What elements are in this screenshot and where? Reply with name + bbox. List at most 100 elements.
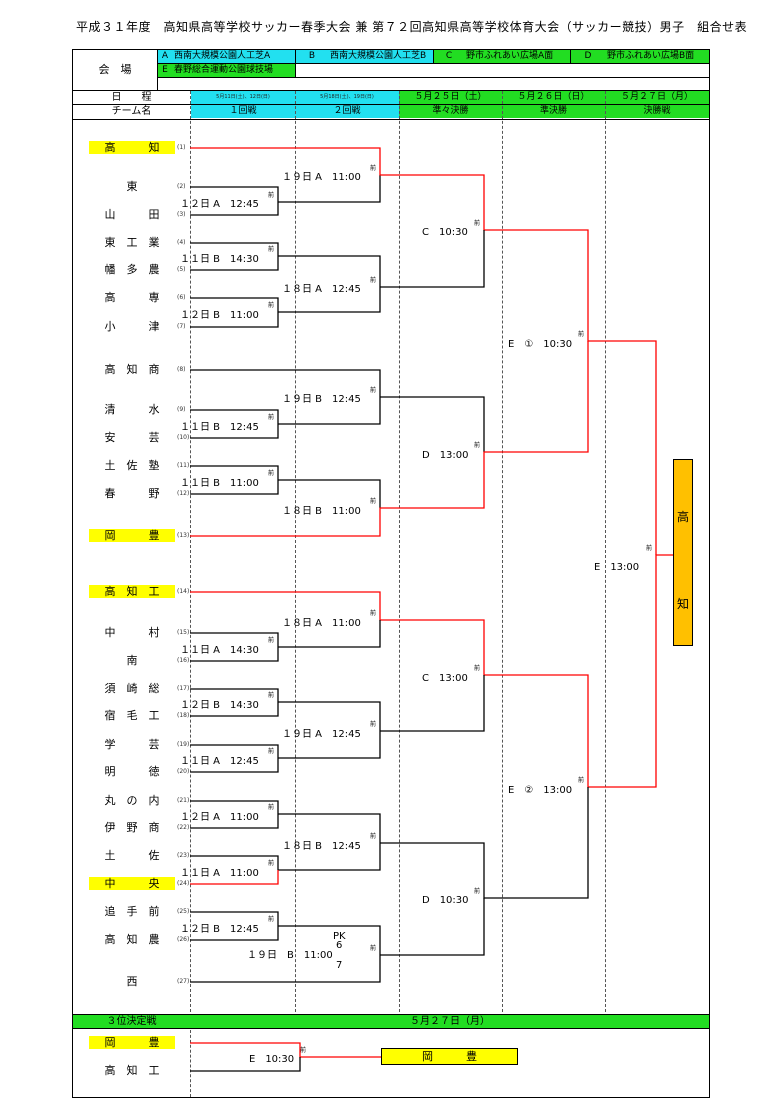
team-name: 清 水 (104, 403, 160, 416)
score-mark: 前 (473, 888, 480, 895)
score-mark: 前 (369, 498, 376, 505)
match-r1-time: １２日 A 11:00 (180, 812, 259, 823)
team-name: 明 徳 (104, 765, 160, 778)
team-seed: (7) (177, 323, 186, 330)
team-seed: (4) (177, 239, 186, 246)
score-mark: 前 (267, 414, 274, 421)
venue-key-e: E (158, 64, 172, 77)
team-name: 須 崎 総 (104, 682, 160, 695)
third-place-bar (73, 1015, 709, 1028)
match-qf-time: C 13:00 (422, 673, 468, 684)
match-r2-time: １８日 B 12:45 (282, 841, 361, 852)
score-mark: 前 (267, 246, 274, 253)
match-r2-time: １９日 A 12:45 (282, 729, 361, 740)
venue-label: 会 場 (73, 50, 158, 90)
pk-score: 6 (336, 940, 343, 951)
match-qf-time: D 13:00 (422, 450, 469, 461)
third-place-winner: 岡 豊 (381, 1048, 518, 1065)
score-mark: 前 (267, 637, 274, 644)
score-mark: 前 (369, 610, 376, 617)
score-mark: 前 (267, 804, 274, 811)
team-seed: (22) (177, 824, 190, 831)
match-r1-time: １２日 B 11:00 (180, 310, 259, 321)
match-r1-time: １１日 B 11:00 (180, 478, 259, 489)
team-name: 伊 野 商 (104, 821, 160, 834)
match-r2-time: １８日 A 12:45 (282, 284, 361, 295)
score-mark: 前 (369, 387, 376, 394)
team-seed: (16) (177, 657, 190, 664)
team-name: 追 手 前 (104, 905, 160, 918)
score-mark: 前 (473, 442, 480, 449)
venue-key-a: A (158, 50, 172, 63)
third-team-2: 高 知 工 (104, 1064, 160, 1077)
team-seed: (21) (177, 797, 190, 804)
third-place-date: ５月２７日（月） (410, 1016, 490, 1027)
score-mark: 前 (369, 165, 376, 172)
match-r2-time: １９日 B 11:00 (247, 950, 333, 961)
score-mark: 前 (267, 692, 274, 699)
team-seed: (20) (177, 768, 190, 775)
third-place-label: ３位決定戦 (106, 1016, 157, 1027)
venue-key-d: D (571, 50, 605, 63)
team-name: 高 知 農 (104, 933, 160, 946)
venue-name-e: 春野総合運動公園球技場 (172, 64, 296, 77)
team-name: 学 芸 (104, 738, 160, 751)
team-name: 丸 の 内 (104, 794, 160, 807)
team-seed: (9) (177, 406, 186, 413)
team-seed: (27) (177, 978, 190, 985)
match-r2-time: １８日 B 11:00 (282, 506, 361, 517)
team-name: 高 知 商 (104, 363, 160, 376)
venue-key-c: C (434, 50, 464, 63)
team-name: 東 工 業 (104, 236, 160, 249)
team-seed: (5) (177, 266, 186, 273)
pk-score: 7 (336, 960, 343, 971)
team-seed: (15) (177, 629, 190, 636)
score-mark: 前 (369, 833, 376, 840)
team-seed: (19) (177, 741, 190, 748)
pk-label: PK (333, 931, 346, 942)
score-mark: 前 (577, 777, 584, 784)
date-r2: 5月18日(土)、19日(日) (295, 91, 399, 104)
venue-name-c: 野市ふれあい広場A面 (464, 50, 571, 63)
team-name: 土 佐 (104, 849, 160, 862)
date-sf: ５月２６日（日） (502, 91, 605, 104)
team-seed: (25) (177, 908, 190, 915)
team-name: 岡 豊 (89, 529, 175, 542)
team-seed: (14) (177, 588, 190, 595)
match-qf-time: C 10:30 (422, 227, 468, 238)
venue-name-d: 野市ふれあい広場B面 (605, 50, 709, 63)
score-mark: 前 (267, 748, 274, 755)
match-r1-time: １２日 B 12:45 (180, 924, 259, 935)
team-seed: (8) (177, 366, 186, 373)
match-r1-time: １１日 A 12:45 (180, 756, 259, 767)
round-r1: １回戦 (191, 105, 295, 118)
team-name: 南 (126, 654, 138, 667)
date-r1: 5月11日(土)、12日(日) (191, 91, 295, 104)
third-team-1: 岡 豊 (89, 1036, 175, 1049)
match-r1-time: １２日 B 14:30 (180, 700, 259, 711)
team-seed: (26) (177, 936, 190, 943)
match-qf-time: D 10:30 (422, 895, 469, 906)
score-mark: 前 (369, 945, 376, 952)
champion-char-1: 高 (676, 510, 689, 524)
match-sf-time: E ① 10:30 (508, 339, 573, 350)
date-final: ５月２７日（月） (605, 91, 709, 104)
team-name: 宿 毛 工 (104, 709, 160, 722)
team-seed: (17) (177, 685, 190, 692)
round-sf: 準決勝 (502, 105, 605, 118)
team-seed: (10) (177, 434, 190, 441)
team-seed: (12) (177, 490, 190, 497)
score-mark: 前 (267, 860, 274, 867)
match-r2-time: １８日 A 11:00 (282, 618, 361, 629)
team-name: 安 芸 (104, 431, 160, 444)
score-mark: 前 (369, 721, 376, 728)
score-mark: 前 (267, 916, 274, 923)
score-mark: 前 (577, 331, 584, 338)
bracket-frame (72, 49, 710, 1098)
score-mark: 前 (267, 192, 274, 199)
team-name: 春 野 (104, 487, 160, 500)
team-seed: (3) (177, 211, 186, 218)
team-seed: (18) (177, 712, 190, 719)
team-seed: (24) (177, 880, 190, 887)
